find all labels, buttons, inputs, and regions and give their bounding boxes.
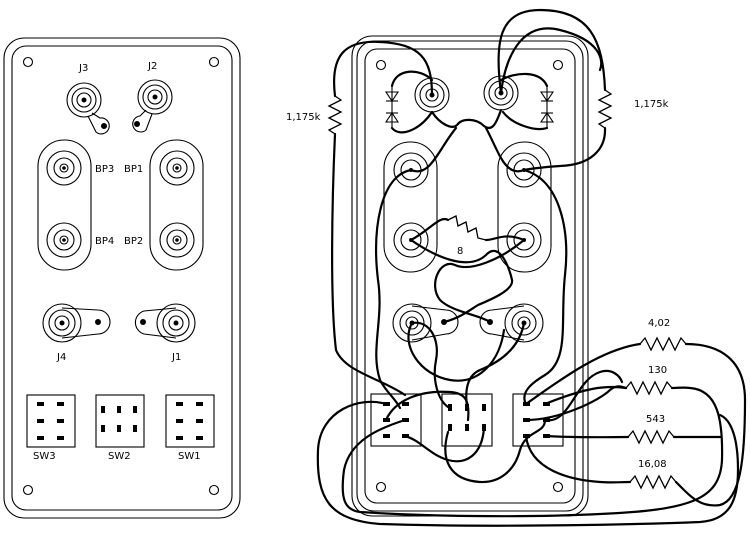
right-bp-group-right — [497, 141, 552, 273]
right-bp-group-left — [383, 141, 438, 273]
jack-j1 — [134, 303, 196, 343]
label-sw1: SW1 — [178, 451, 201, 462]
label-bp3: BP3 — [95, 164, 114, 175]
resistor-r2 — [625, 380, 673, 396]
left-mounting-holes — [22, 56, 220, 496]
label-bp2: BP2 — [124, 236, 143, 247]
bp-group-left — [37, 139, 92, 271]
diode-pair-right — [539, 86, 555, 128]
label-sw3: SW3 — [33, 451, 56, 462]
jack-j4 — [42, 303, 111, 343]
label-j1: J1 — [171, 352, 181, 363]
left-panel-outer — [3, 37, 241, 519]
binding-post-bp4 — [46, 222, 82, 258]
bp-group-right — [149, 139, 204, 271]
switch-sw2 — [95, 394, 145, 448]
wiring — [316, 8, 747, 527]
label-j3: J3 — [78, 63, 88, 74]
right-panel — [351, 35, 589, 517]
label-bp4: BP4 — [95, 236, 114, 247]
right-panel-inner — [364, 48, 576, 504]
left-panel-inner — [11, 45, 233, 511]
label-j4: J4 — [56, 352, 66, 363]
resistor-right-top — [597, 89, 613, 129]
switch-sw3 — [26, 394, 76, 448]
resistor-center — [447, 215, 487, 241]
resistor-r1 — [639, 336, 687, 352]
label-sw2: SW2 — [108, 451, 131, 462]
binding-post-bp1 — [159, 150, 195, 186]
label-resistor-r4: 16,08 — [638, 459, 667, 470]
label-resistor-r2: 130 — [648, 365, 667, 376]
label-j2: J2 — [147, 61, 157, 72]
right-bp-bl — [393, 222, 429, 258]
label-resistor-r3: 543 — [646, 414, 665, 425]
switch-sw1 — [165, 394, 215, 448]
resistor-r4 — [629, 474, 677, 490]
right-jack-lower-right — [479, 303, 544, 343]
right-jack-lower-left — [392, 303, 459, 343]
resistor-r3 — [627, 429, 675, 445]
right-panel-mid — [356, 40, 584, 512]
label-resistor-left-top: 1,175k — [286, 112, 321, 123]
label-bp1: BP1 — [124, 164, 143, 175]
left-panel: J3 J2 — [3, 37, 241, 519]
label-resistor-r1: 4,02 — [648, 318, 670, 329]
right-panel-outer — [351, 35, 589, 517]
diode-pair-left — [384, 86, 400, 128]
label-resistor-center: 8 — [457, 246, 463, 257]
right-mounting-holes — [375, 59, 564, 493]
binding-post-bp2 — [159, 222, 195, 258]
resistor-left-top — [327, 95, 343, 135]
jack-j2 — [132, 79, 173, 133]
binding-post-bp3 — [46, 150, 82, 186]
label-resistor-right-top: 1,175k — [634, 99, 669, 110]
jack-j3 — [66, 82, 110, 135]
